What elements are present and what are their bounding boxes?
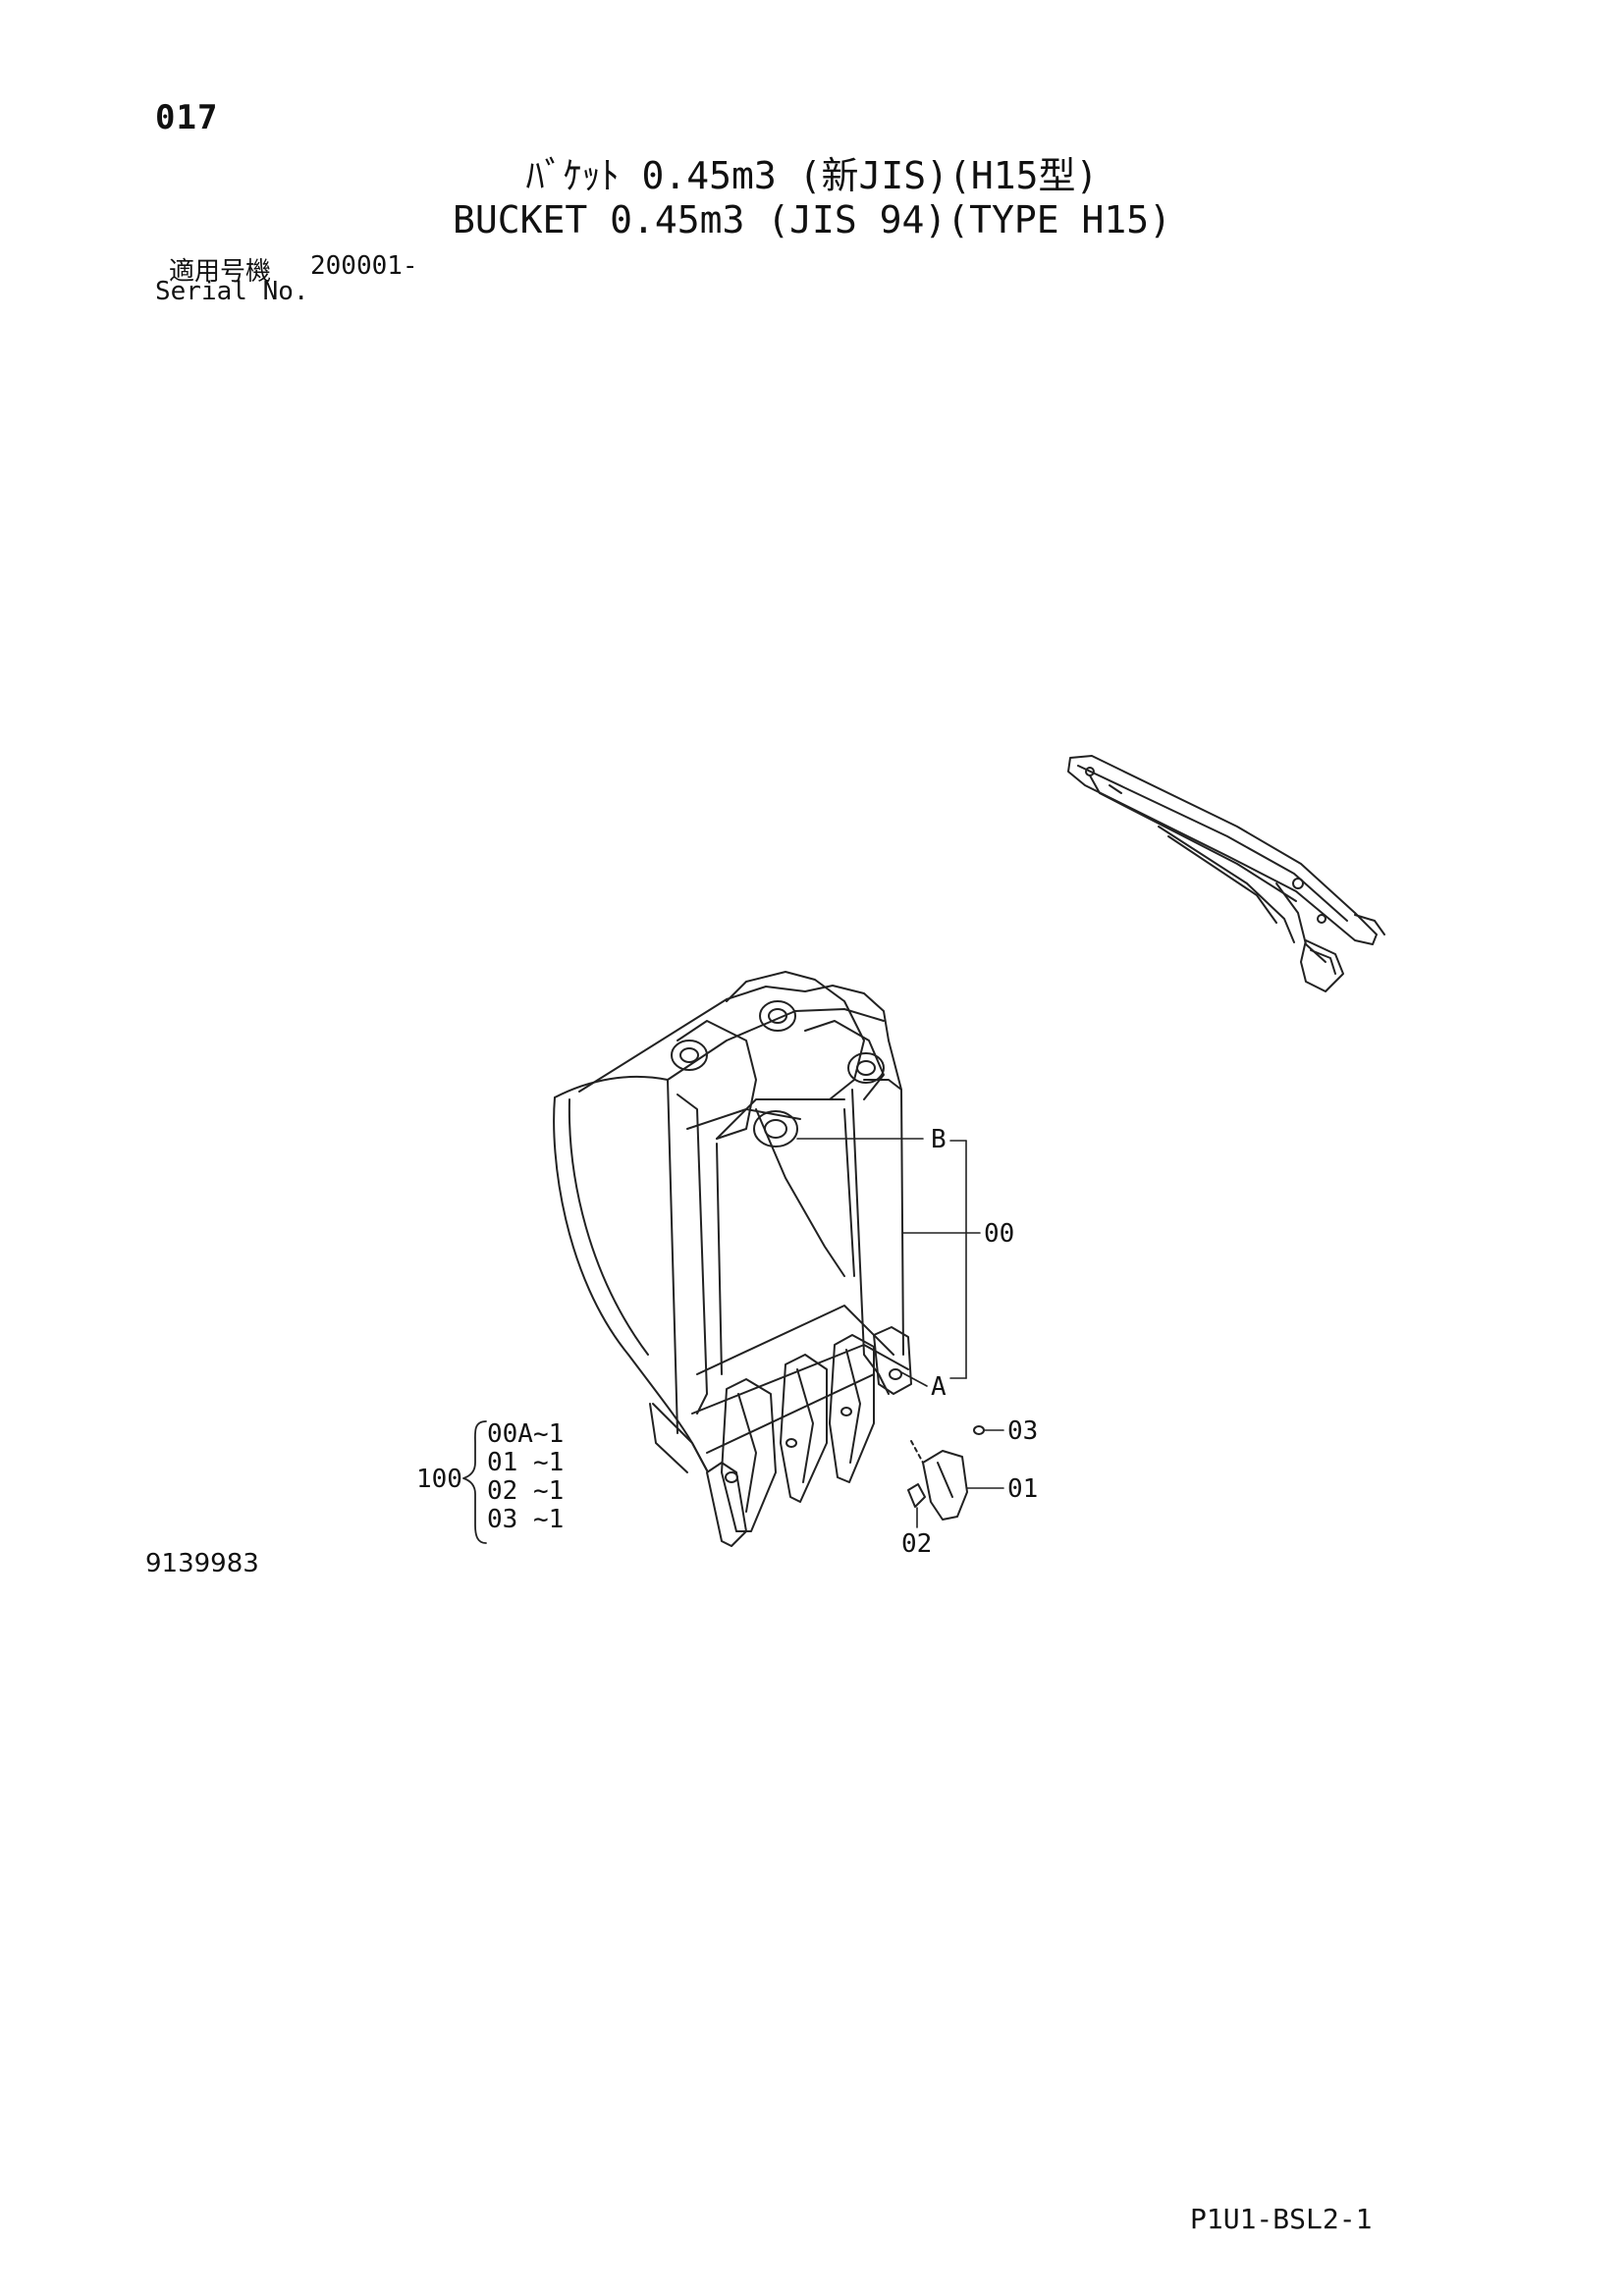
leader-lines xyxy=(796,1138,1004,1528)
excavator-arm-thumbnail xyxy=(1067,755,1385,992)
page-title-japanese: ﾊﾞｹｯﾄ 0.45m3 (新JIS)(H15型) xyxy=(525,154,1099,197)
callout-00: 00 xyxy=(984,1219,1015,1249)
drawing-number: 9139983 xyxy=(145,1549,259,1578)
serial-label-japanese: 適用号機 xyxy=(169,257,272,287)
kit-item: 00A~1 xyxy=(487,1419,565,1449)
callout-100: 100 xyxy=(416,1465,462,1494)
callout-02: 02 xyxy=(901,1529,933,1559)
kit-brace xyxy=(462,1420,487,1544)
kit-item: 01 ~1 xyxy=(487,1448,565,1477)
page-code: P1U1-BSL2-1 xyxy=(1190,2203,1373,2235)
callout-03: 03 xyxy=(1007,1416,1039,1446)
bucket-lugs xyxy=(671,971,885,1148)
page-number: 017 xyxy=(155,98,219,137)
kit-item: 02 ~1 xyxy=(487,1476,565,1506)
serial-label-english: Serial No. xyxy=(155,277,309,306)
callout-01: 01 xyxy=(1007,1474,1039,1504)
kit-item: 03 ~1 xyxy=(487,1505,565,1534)
serial-number-value: 200001- xyxy=(310,251,418,281)
callout-b: B xyxy=(931,1125,947,1154)
bucket-body xyxy=(553,985,909,1473)
exploded-tooth xyxy=(907,1425,985,1521)
bucket-teeth xyxy=(706,1326,912,1547)
page-title-english: BUCKET 0.45m3 (JIS 94)(TYPE H15) xyxy=(452,198,1172,241)
callout-a: A xyxy=(931,1372,947,1402)
